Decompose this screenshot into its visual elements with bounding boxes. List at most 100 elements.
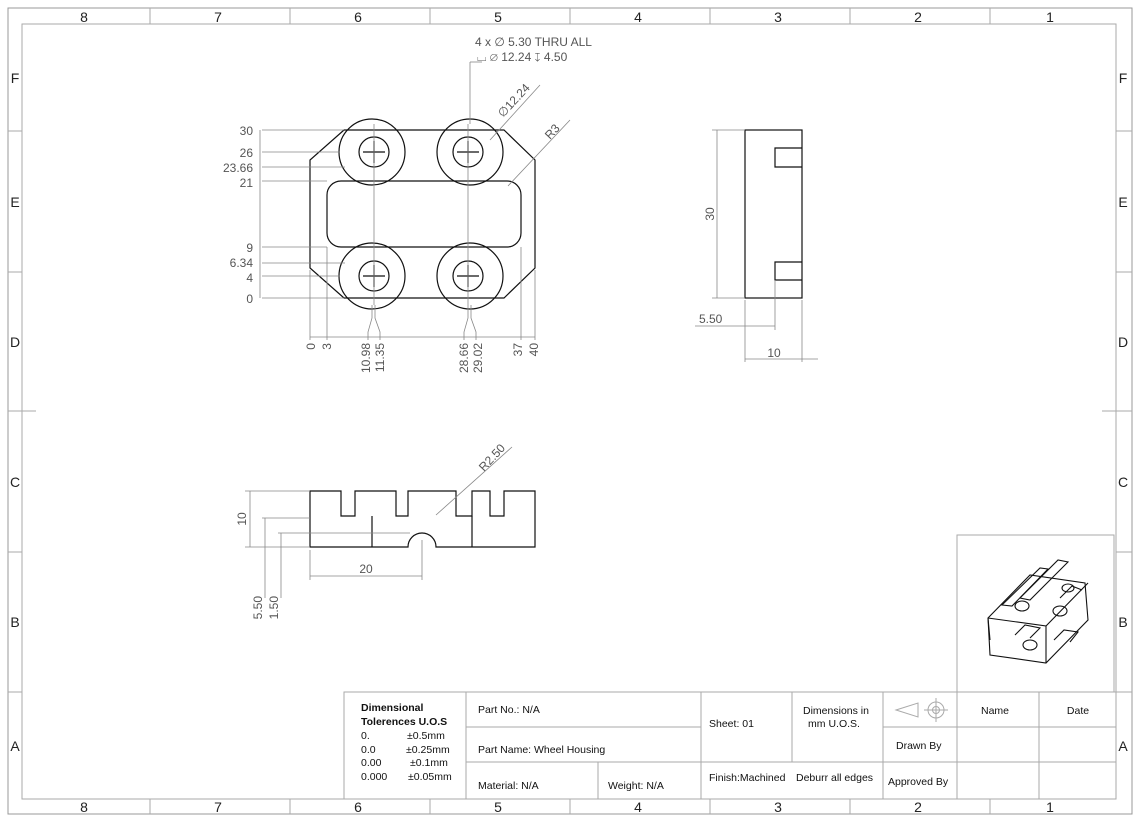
dim-x-0: 0 xyxy=(304,343,318,350)
zone-col-label: 5 xyxy=(494,9,502,25)
radius-callout-r3: R3 xyxy=(542,121,563,142)
side-view-outline xyxy=(744,129,803,299)
projection-symbol-icon xyxy=(894,698,948,722)
zone-row-label: D xyxy=(10,334,20,350)
zone-col-label: 4 xyxy=(634,9,642,25)
side-depth-dim: 5.50 xyxy=(699,312,723,326)
finish-note: Finish:Machined xyxy=(709,772,786,784)
part-name: Part Name: Wheel Housing xyxy=(478,744,605,756)
tolerance-value: ±0.05mm xyxy=(408,771,452,783)
bottom-view-dimension-lines xyxy=(245,446,513,598)
hole-callout: 4 x ∅ 5.30 THRU ALL xyxy=(475,35,592,49)
side-width-dim: 10 xyxy=(767,346,781,360)
dim-y-9: 9 xyxy=(246,241,253,255)
zone-row-label: A xyxy=(10,738,20,754)
units-note-2: mm U.O.S. xyxy=(808,718,860,730)
tolerance-format: 0.000 xyxy=(361,771,387,783)
zone-col-label: 6 xyxy=(354,799,362,815)
drawn-by-label: Drawn By xyxy=(896,740,942,752)
zone-col-label: 2 xyxy=(914,799,922,815)
zone-col-label: 2 xyxy=(914,9,922,25)
tolerance-value: ±0.1mm xyxy=(410,757,448,769)
bottom-view: 10 5.50 1.50 20 R2.50 xyxy=(235,441,536,620)
zone-col-label: 7 xyxy=(214,799,222,815)
zone-row-label: C xyxy=(10,474,20,490)
zone-col-label: 7 xyxy=(214,9,222,25)
zone-col-label: 1 xyxy=(1046,799,1054,815)
date-header: Date xyxy=(1067,705,1089,717)
radius-callout-r250: R2.50 xyxy=(476,441,508,474)
dim-x-28-66: 28.66 xyxy=(457,343,471,373)
tolerance-value: ±0.25mm xyxy=(406,744,450,756)
zone-labels-top: 8 7 6 5 4 3 2 1 xyxy=(80,9,1054,25)
title-block-lines xyxy=(343,691,1117,800)
zone-row-label: C xyxy=(1118,474,1128,490)
dim-x-10-98: 10.98 xyxy=(359,343,373,373)
zone-row-label: A xyxy=(1118,738,1128,754)
front-view: 30 26 23.66 21 9 6.34 4 0 0 3 10.98 11.3… xyxy=(223,35,592,373)
front-view-x-dimensions: 0 3 10.98 11.35 28.66 29.02 37 40 xyxy=(304,343,541,373)
dim-y-21: 21 xyxy=(240,176,254,190)
dim-x-37: 37 xyxy=(511,343,525,357)
tolerance-format: 0.0 xyxy=(361,744,376,756)
dim-y-23-66: 23.66 xyxy=(223,161,253,175)
front-view-extension-lines xyxy=(259,61,571,340)
zone-row-label: E xyxy=(10,194,19,210)
isometric-view xyxy=(956,534,1115,693)
zone-row-label: D xyxy=(1118,334,1128,350)
bottom-h2-dim: 1.50 xyxy=(267,596,281,620)
dim-y-0: 0 xyxy=(246,292,253,306)
dim-x-29-02: 29.02 xyxy=(471,343,485,373)
front-view-outline xyxy=(309,118,536,310)
zone-col-label: 4 xyxy=(634,799,642,815)
side-height-dim: 30 xyxy=(703,207,717,221)
zone-labels-left: F E D C B A xyxy=(10,70,20,754)
approved-by-label: Approved By xyxy=(888,776,949,788)
tolerance-title: Dimensional xyxy=(361,702,424,714)
tolerance-value: ±0.5mm xyxy=(407,730,445,742)
zone-col-label: 1 xyxy=(1046,9,1054,25)
zone-col-label: 5 xyxy=(494,799,502,815)
tolerance-block: Dimensional Tolerences U.O.S 0. ±0.5mm 0… xyxy=(361,702,452,783)
dim-y-26: 26 xyxy=(240,146,254,160)
zone-labels-right: F E D C B A xyxy=(1118,70,1128,754)
bottom-width-dim: 20 xyxy=(359,562,373,576)
name-header: Name xyxy=(981,705,1009,717)
zone-row-label: B xyxy=(1118,614,1127,630)
deburr-note: Deburr all edges xyxy=(796,772,873,784)
zone-col-label: 3 xyxy=(774,799,782,815)
zone-row-label: B xyxy=(10,614,19,630)
dim-x-3: 3 xyxy=(320,343,334,350)
side-view: 30 5.50 10 xyxy=(695,129,818,362)
zone-col-label: 3 xyxy=(774,9,782,25)
zone-row-label: F xyxy=(11,70,20,86)
bottom-h1-dim: 5.50 xyxy=(251,596,265,620)
front-view-centerlines xyxy=(373,124,469,305)
material: Material: N/A xyxy=(478,780,539,792)
sheet-frame xyxy=(7,7,1133,815)
zone-col-label: 6 xyxy=(354,9,362,25)
zone-row-label: F xyxy=(1119,70,1128,86)
bottom-height-dim: 10 xyxy=(235,512,249,526)
dim-x-40: 40 xyxy=(527,343,541,357)
zone-ticks xyxy=(8,8,1132,814)
counterbore-callout: ⌴ ∅ 12.24 ↧ 4.50 xyxy=(477,50,568,64)
zone-col-label: 8 xyxy=(80,9,88,25)
dim-y-4: 4 xyxy=(246,271,253,285)
front-view-y-dimensions: 30 26 23.66 21 9 6.34 4 0 xyxy=(223,124,253,306)
zone-row-label: E xyxy=(1118,194,1127,210)
zone-col-label: 8 xyxy=(80,799,88,815)
tolerance-format: 0. xyxy=(361,730,370,742)
tolerance-format: 0.00 xyxy=(361,757,382,769)
zone-labels-bottom: 8 7 6 5 4 3 2 1 xyxy=(80,799,1054,815)
dim-y-30: 30 xyxy=(240,124,254,138)
dim-x-11-35: 11.35 xyxy=(373,343,387,372)
weight: Weight: N/A xyxy=(608,780,664,792)
bottom-view-outline xyxy=(309,490,536,548)
tolerance-subtitle: Tolerences U.O.S xyxy=(361,716,447,728)
sheet-number: Sheet: 01 xyxy=(709,718,754,730)
units-note: Dimensions in xyxy=(803,705,869,717)
side-view-dimension-lines xyxy=(695,129,818,362)
dim-y-6-34: 6.34 xyxy=(230,256,254,270)
